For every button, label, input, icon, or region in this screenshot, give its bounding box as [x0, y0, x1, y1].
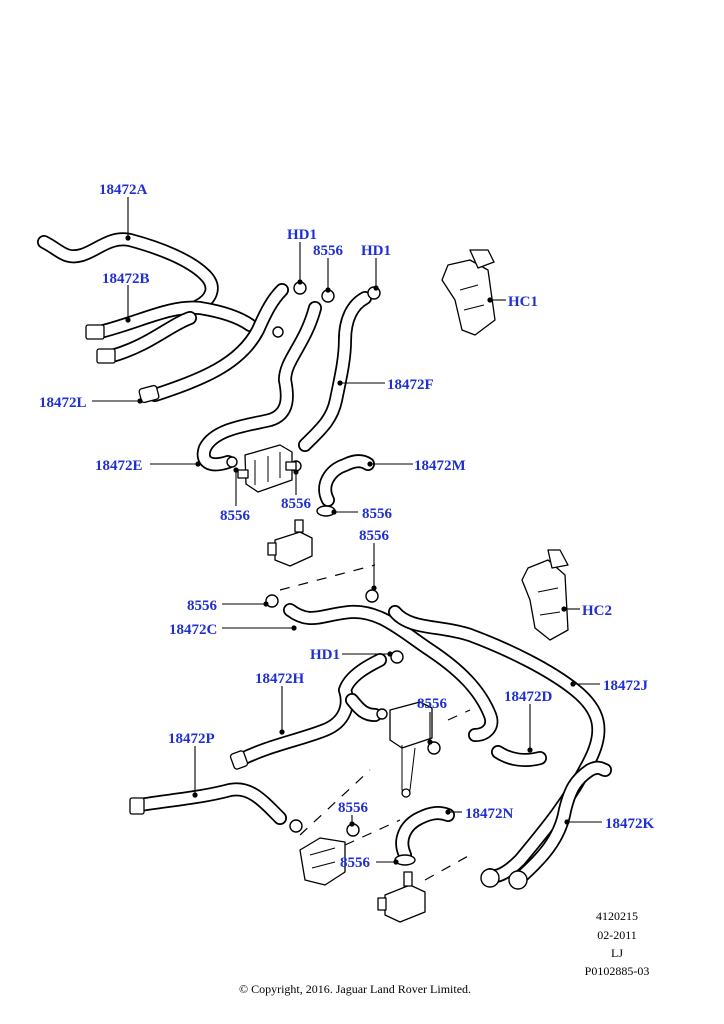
diagram-reference: P0102885-03: [584, 964, 650, 978]
hose-18472l: [148, 283, 289, 402]
hose-18472b: [93, 300, 257, 363]
callout-hc2: HC2: [582, 603, 612, 619]
callout-18472j: 18472J: [603, 678, 649, 694]
callout-18472n: 18472N: [465, 806, 514, 822]
bracket-hc1: [441, 249, 496, 336]
hose-18472n: [395, 806, 455, 862]
heater-valve-lower: [389, 701, 433, 798]
callout-hd1-left: HD1: [287, 227, 317, 243]
callout-18472f: 18472F: [387, 377, 434, 393]
callout-18472k: 18472K: [605, 816, 655, 832]
callout-8556-valve: 8556: [417, 696, 448, 712]
callout-8556-mid: 8556: [281, 496, 312, 512]
callout-18472e: 18472E: [95, 458, 143, 474]
pump-lower: [377, 871, 426, 923]
callout-18472a: 18472A: [99, 182, 148, 198]
callout-18472d: 18472D: [504, 689, 553, 705]
callout-8556-left: 8556: [187, 598, 218, 614]
callout-18472b: 18472B: [102, 271, 150, 287]
connector-18472b: [85, 324, 249, 815]
hose-18472h: [233, 653, 387, 767]
callout-18472h: 18472H: [255, 671, 305, 687]
hose-18472a: [37, 232, 219, 313]
diagram-date: 02-2011: [597, 928, 637, 942]
callout-8556-e: 8556: [220, 508, 251, 524]
callout-hd1-lower: HD1: [310, 647, 340, 663]
hose-clamps: [226, 281, 528, 890]
callout-8556-bottom1: 8556: [338, 800, 369, 816]
hose-18472j: [388, 605, 606, 884]
copyright-notice: © Copyright, 2016. Jaguar Land Rover Lim…: [238, 982, 472, 996]
callout-8556-top: 8556: [313, 243, 344, 259]
mounting-bracket-lower: [299, 837, 346, 886]
hose-18472d: [491, 745, 547, 767]
hose-18472e: [196, 301, 322, 472]
diagram-code: 4120215: [596, 909, 638, 923]
leader-lines: [92, 197, 602, 865]
callout-labels: 18472A 18472B 18472L 18472E HD1 8556 HD1…: [39, 182, 655, 871]
heater-valve-upper: [237, 444, 297, 493]
diagram-initials: LJ: [611, 946, 623, 960]
callout-8556-m: 8556: [362, 506, 393, 522]
callout-18472m: 18472M: [414, 458, 466, 474]
pump-upper: [267, 519, 313, 567]
callout-hc1: HC1: [508, 294, 538, 310]
hose-18472k: [513, 760, 612, 885]
hose-18472p: [133, 782, 287, 825]
callout-18472c: 18472C: [169, 622, 217, 638]
callout-18472l: 18472L: [39, 395, 87, 411]
bracket-hc2: [521, 549, 569, 641]
hose-18472c: [283, 603, 499, 742]
hose-18472m: [318, 454, 375, 507]
callout-18472p: 18472P: [168, 731, 215, 747]
callout-8556-bottom2: 8556: [340, 855, 371, 871]
callout-8556-upper: 8556: [359, 528, 390, 544]
installation-lines: [279, 564, 471, 881]
hose-18472f: [298, 291, 372, 452]
callout-hd1-right: HD1: [361, 243, 391, 259]
